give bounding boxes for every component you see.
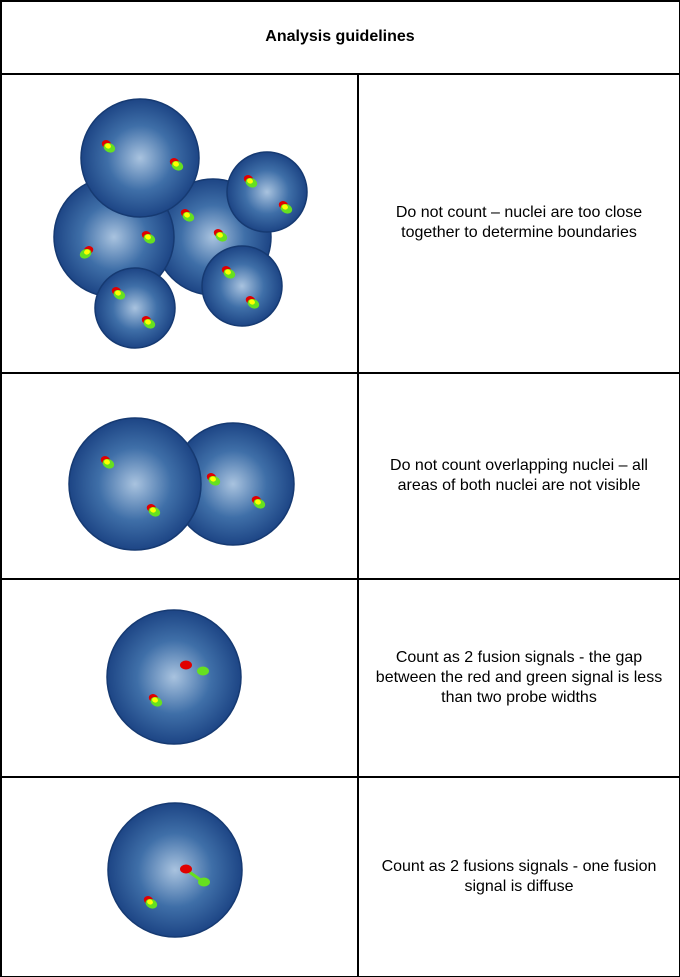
fusion-signal [221, 266, 236, 279]
split-signal-nucleus-diagram [106, 609, 242, 745]
red-signal [180, 660, 192, 670]
row-3-illustration [0, 579, 357, 776]
row-1-guideline-text: Do not count – nuclei are too close toge… [395, 204, 643, 241]
nucleus-pair [68, 417, 295, 551]
fusion-signal [101, 140, 116, 153]
row-divider-2 [0, 578, 680, 580]
fusion-signal [100, 456, 115, 469]
fusion-signal [243, 175, 258, 188]
red-signal [180, 864, 192, 874]
fusion-signal [141, 316, 156, 329]
diffuse-signal-nucleus-diagram [107, 802, 243, 938]
clustered-nuclei-diagram [53, 98, 308, 349]
table-border-right [678, 0, 680, 977]
fusion-signal [143, 896, 158, 909]
green-signal [197, 666, 209, 676]
fusion-signal [213, 229, 228, 242]
row-2-illustration [0, 373, 357, 578]
table-title: Analysis guidelines [265, 28, 415, 45]
row-4-guideline-text: Count as 2 fusions signals - one fusion … [381, 857, 657, 895]
fusion-signal [148, 694, 163, 707]
row-4-illustration [0, 777, 357, 976]
fusion-signals [79, 140, 293, 329]
fusion-signal [180, 209, 195, 222]
fusion-signal [245, 296, 260, 309]
nucleus [80, 98, 200, 218]
fusion-signal [141, 231, 156, 244]
fusion-signal [79, 246, 94, 259]
row-divider-3 [0, 776, 680, 778]
nucleus [107, 802, 243, 938]
nucleus-cluster [53, 98, 308, 349]
fusion-signal [251, 496, 266, 509]
row-3-guideline-text: Count as 2 fusion signals - the gap betw… [375, 648, 663, 706]
row-divider-1 [0, 372, 680, 374]
fusion-signal [146, 504, 161, 517]
nucleus [68, 417, 202, 551]
table-border-left [0, 0, 2, 977]
fusion-signal [169, 158, 184, 171]
diffuse-fusion-signal [180, 864, 210, 887]
green-signal [198, 877, 210, 887]
table-border-top [0, 0, 680, 2]
nucleus [106, 609, 242, 745]
fusion-signal [111, 287, 126, 300]
header-divider [0, 73, 680, 75]
row-2-guideline-text: Do not count overlapping nuclei – all ar… [390, 456, 648, 494]
overlapping-nuclei-diagram [68, 417, 295, 551]
table-border-bottom [0, 975, 680, 977]
fusion-signal [278, 201, 293, 214]
row-1-illustration [0, 74, 357, 372]
nucleus [226, 151, 308, 233]
nucleus [94, 267, 176, 349]
fusion-signal [206, 473, 221, 486]
column-divider [357, 73, 359, 977]
nucleus [201, 245, 283, 327]
